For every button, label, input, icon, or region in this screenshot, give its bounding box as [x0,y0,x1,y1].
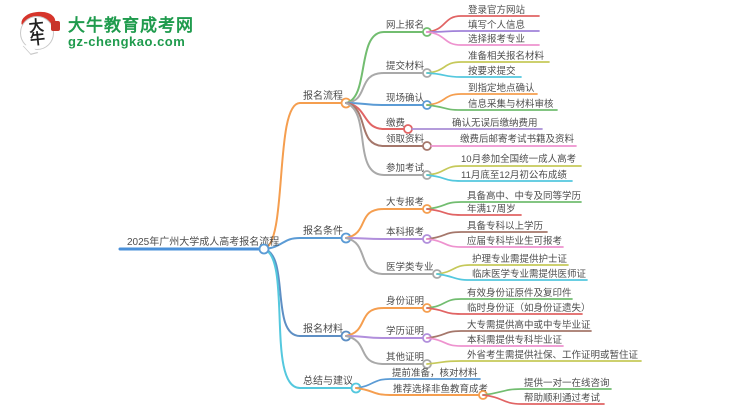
leaf-label[interactable]: 选择报考专业 [468,33,525,45]
leaf-line [426,93,538,106]
leaf-line [355,378,481,389]
leaf-label[interactable]: 到指定地点确认 [468,82,535,94]
branch-label[interactable]: 报名材料 [303,322,343,335]
branch-label[interactable]: 报名流程 [303,89,343,102]
node-label[interactable]: 参加考试 [386,162,425,174]
node-label[interactable]: 现场确认 [386,92,425,104]
branch-line [345,307,424,337]
leaf-line [426,307,583,315]
leaf-label[interactable]: 帮助顺利通过考试 [524,392,601,404]
leaf-line [426,337,564,347]
leaf-label[interactable]: 护理专业需提供护士证 [472,253,568,265]
leaf-line [482,394,605,405]
node-label[interactable]: 网上报名 [386,19,424,31]
node-junction[interactable] [258,243,270,255]
leaf-label[interactable]: 确认无误后缴纳费用 [452,117,538,129]
branch-line [345,335,424,365]
branch-line [345,102,424,106]
node-label[interactable]: 身份证明 [386,295,424,307]
branch-line [345,102,424,147]
leaf-label[interactable]: 有效身份证原件及复印件 [467,287,572,299]
site-logo[interactable]: 大牛 大牛教育成考网 gz-chengkao.com [20,10,194,55]
leaf-line [426,231,548,240]
branch-line [345,335,424,339]
leaf-line [426,31,540,46]
branch-line [263,248,301,337]
leaf-line [426,30,540,33]
node-junction[interactable] [422,141,432,151]
leaf-line [426,238,564,248]
leaf-label[interactable]: 具备高中、中专及同等学历 [467,190,581,202]
leaf-label[interactable]: 临时身份证（如身份证遗失） [467,302,591,314]
leaf-line [426,208,522,216]
leaf-label[interactable]: 外省考生需提供社保、工作证明或暂住证 [467,349,639,361]
node-label[interactable]: 大专报考 [386,196,424,208]
branch-line [345,208,424,239]
node-label[interactable]: 领取资料 [386,133,425,145]
node-label[interactable]: 提交材料 [386,60,425,72]
node-label[interactable]: 医学类专业 [386,261,434,273]
branch-line [345,31,424,104]
leaf-line [426,201,582,210]
node-label[interactable]: 推荐选择非鱼教育成考 [393,383,488,395]
leaf-label[interactable]: 大专需提供高中或中专毕业证 [467,319,591,331]
branch-line [263,248,301,389]
leaf-label[interactable]: 临床医学专业需提供医师证 [472,268,587,280]
leaf-line [436,273,588,281]
node-label[interactable]: 其他证明 [386,351,424,363]
leaf-label[interactable]: 准备相关报名材料 [468,50,545,62]
leaf-line [426,174,573,182]
node-label[interactable]: 本科报考 [386,226,424,238]
leaf-line [426,360,642,365]
branch-label[interactable]: 总结与建议 [303,374,353,387]
leaf-label[interactable]: 提前准备，核对材料 [392,367,478,379]
branch-line [355,387,480,396]
logo-badge-icon: 大牛 [20,10,60,55]
node-label[interactable]: 缴费 [386,117,405,129]
central-topic-label[interactable]: 2025年广州大学成人高考报名流程 [127,235,279,248]
logo-seal-icon [51,21,60,31]
branch-line [345,237,424,240]
leaf-label[interactable]: 10月参加全国统一成人高考 [461,153,576,165]
branch-line [345,72,424,104]
leaf-line [426,15,540,33]
leaf-line [426,330,592,339]
branch-line [345,237,434,275]
leaf-label[interactable]: 登录官方网站 [468,4,526,16]
leaf-label[interactable]: 提供一对一在线咨询 [524,377,610,389]
logo-brand-name: 大牛教育成考网 [68,15,194,35]
leaf-label[interactable]: 按要求提交 [468,65,516,77]
leaf-line [482,388,612,396]
leaf-label[interactable]: 应届专科毕业生可报考 [467,235,562,247]
leaf-label[interactable]: 本科需提供专科毕业证 [467,334,563,346]
branch-line [263,102,301,250]
node-junction[interactable] [403,124,413,134]
leaf-label[interactable]: 年满17周岁 [467,203,516,215]
leaf-label[interactable]: 填写个人信息 [468,19,525,31]
node-label[interactable]: 学历证明 [386,325,424,337]
branch-line [345,102,424,176]
leaf-label[interactable]: 信息采集与材料审核 [468,98,554,110]
leaf-label[interactable]: 11月底至12月初公布成绩 [461,169,567,181]
leaf-line [426,61,550,74]
leaf-label[interactable]: 具备专科以上学历 [467,220,543,232]
logo-domain: gz-chengkao.com [68,34,186,50]
leaf-line [426,72,522,78]
leaf-label[interactable]: 缴费后邮寄考试书籍及资料 [460,133,575,145]
leaf-line [426,298,573,309]
leaf-line [426,165,582,176]
leaf-line [436,264,569,275]
leaf-line [426,104,558,111]
branch-label[interactable]: 报名条件 [303,224,343,237]
